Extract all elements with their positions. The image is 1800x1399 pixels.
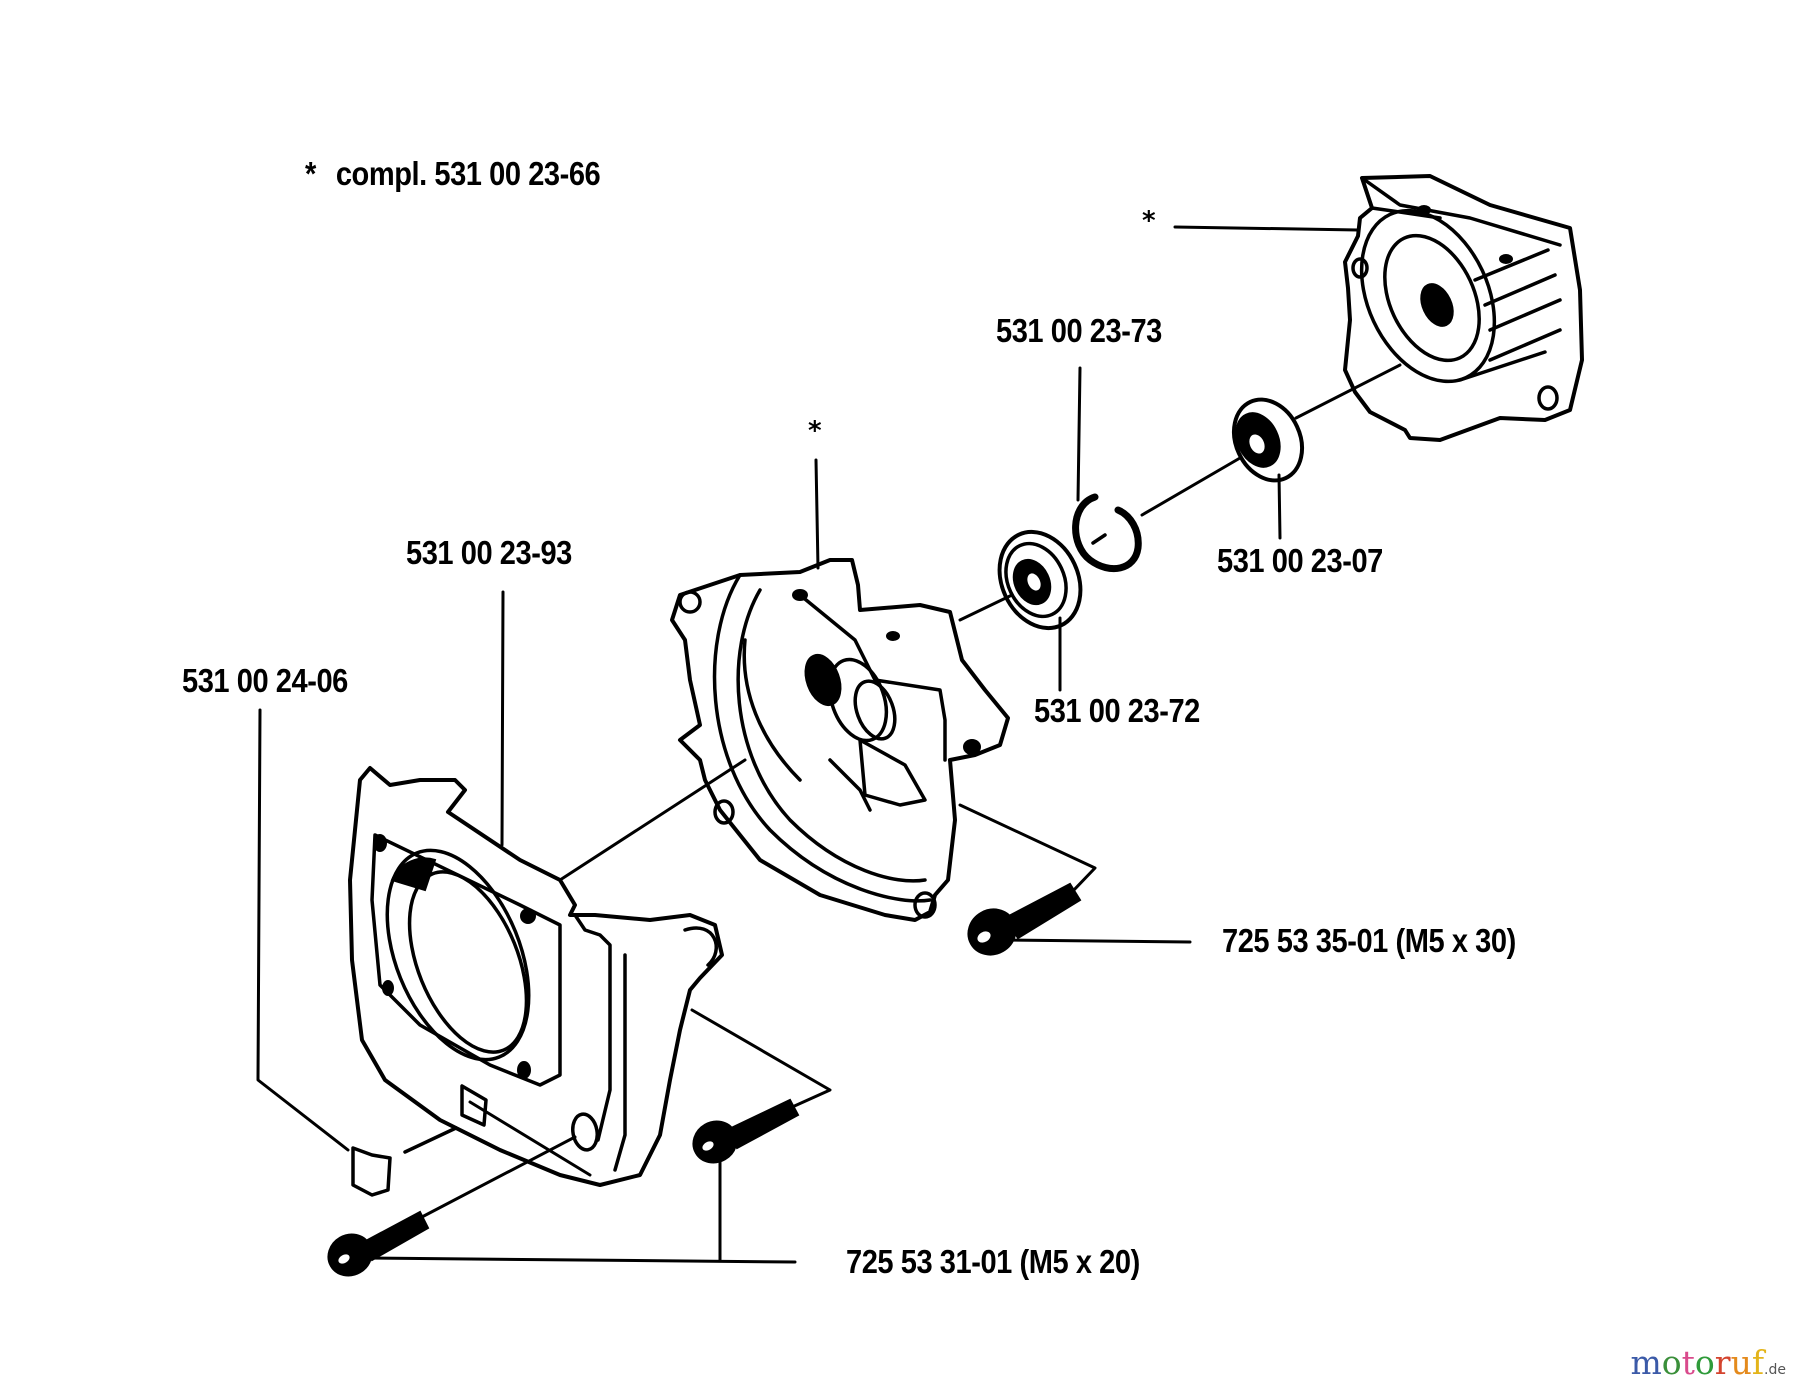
- logo-letter: r: [1714, 1343, 1731, 1382]
- screw-m5x20-lower-drawing: [327, 1210, 430, 1277]
- circlip-drawing: [1072, 493, 1142, 572]
- leader-lines: [256, 225, 1402, 1264]
- callout-circlip: 531 00 23-73: [996, 312, 1162, 349]
- callout-bearing: 531 00 23-72: [1034, 692, 1200, 729]
- screw-m5x30-drawing: [967, 882, 1082, 956]
- star-marker-rear-half: *: [1142, 206, 1156, 236]
- plug-drawing: [351, 1126, 458, 1197]
- logo-letter: m: [1630, 1343, 1662, 1382]
- screw-m5x20-upper-drawing: [692, 1098, 800, 1164]
- logo-letter: t: [1681, 1343, 1695, 1382]
- callout-fan-housing: 531 00 23-93: [406, 534, 572, 571]
- legend-note: * compl. 531 00 23-66: [305, 155, 601, 193]
- legend-star: *: [305, 155, 316, 192]
- fan-housing-drawing: [348, 766, 724, 1187]
- watermark-logo: motoruf.de: [1630, 1343, 1786, 1382]
- logo-letter: o: [1694, 1343, 1715, 1382]
- logo-letter: f: [1751, 1343, 1765, 1382]
- callout-screw-m5x30: 725 53 35-01 (M5 x 30): [1222, 922, 1516, 959]
- callout-seal: 531 00 23-07: [1217, 542, 1383, 579]
- logo-letter: u: [1730, 1343, 1752, 1382]
- crankcase-front-half-drawing: [670, 558, 1010, 922]
- seal-ring-drawing: [1231, 397, 1305, 483]
- crankcase-rear-half-drawing: [1343, 174, 1584, 442]
- logo-tld: .de: [1764, 1362, 1786, 1378]
- logo-letter: o: [1661, 1343, 1682, 1382]
- legend-text: compl. 531 00 23-66: [335, 155, 601, 192]
- callout-plug: 531 00 24-06: [182, 662, 348, 699]
- star-marker-front-half: *: [808, 416, 822, 446]
- callout-screw-m5x20: 725 53 31-01 (M5 x 20): [846, 1243, 1140, 1280]
